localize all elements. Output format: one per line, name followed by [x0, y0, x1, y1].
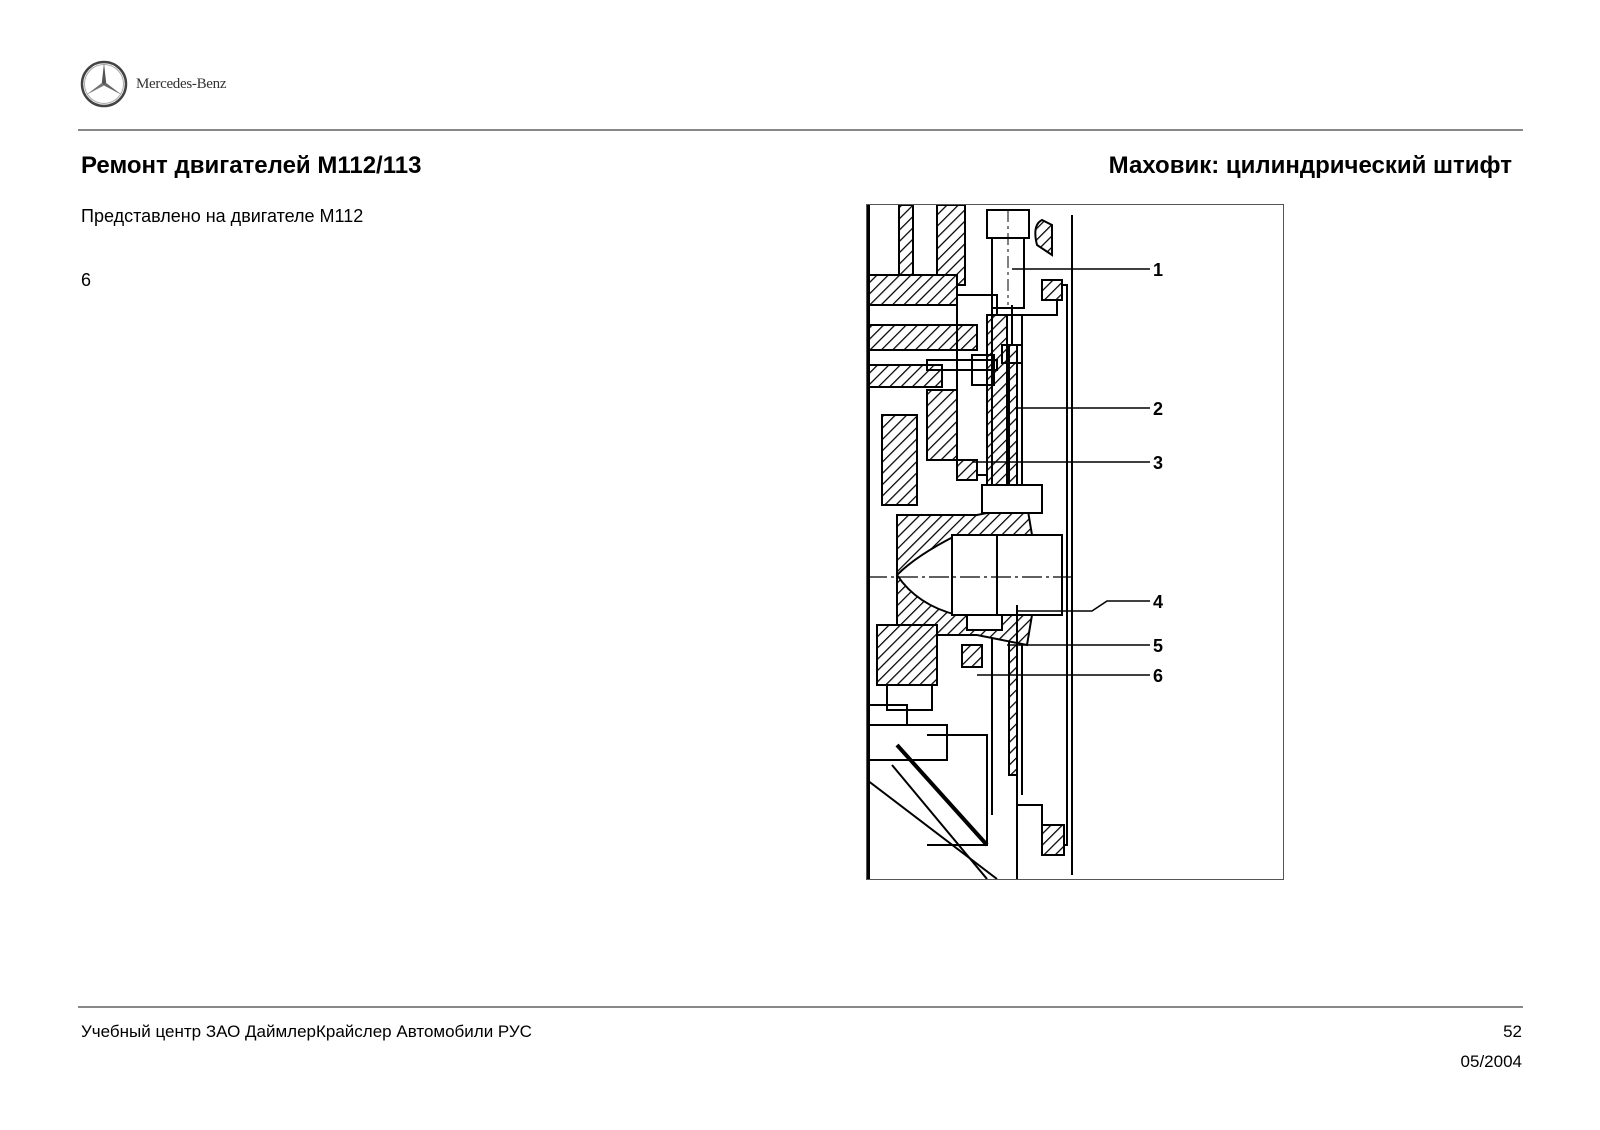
- diagram-drawing: 1 2 3 4 5 6: [866, 204, 1163, 880]
- brand-logo: Mercedes-Benz: [80, 60, 227, 108]
- footer-organization: Учебный центр ЗАО ДаймлерКрайслер Автомо…: [81, 1022, 532, 1041]
- section-title: Маховик: цилиндрический штифт: [1108, 152, 1512, 179]
- callout-2: 2: [1153, 399, 1163, 419]
- callout-5: 5: [1153, 636, 1163, 656]
- callout-3: 3: [1153, 453, 1163, 473]
- footer-date: 05/2004: [1460, 1052, 1522, 1071]
- footer-divider: [78, 1006, 1523, 1008]
- subtitle: Представлено на двигателе M112: [81, 206, 364, 226]
- brand-name: Mercedes-Benz: [136, 75, 227, 92]
- callout-4: 4: [1153, 592, 1163, 612]
- step-number: 6: [81, 270, 92, 290]
- callout-leaders: [972, 268, 1150, 676]
- mercedes-star-icon: [80, 60, 128, 108]
- flywheel-cross-section-diagram: 1 2 3 4 5 6: [866, 204, 1284, 880]
- page-title: Ремонт двигателей M112/113: [81, 152, 422, 179]
- callout-6: 6: [1153, 666, 1163, 686]
- page-number: 52: [1503, 1022, 1522, 1041]
- header-divider: [78, 129, 1523, 131]
- callout-1: 1: [1153, 260, 1163, 280]
